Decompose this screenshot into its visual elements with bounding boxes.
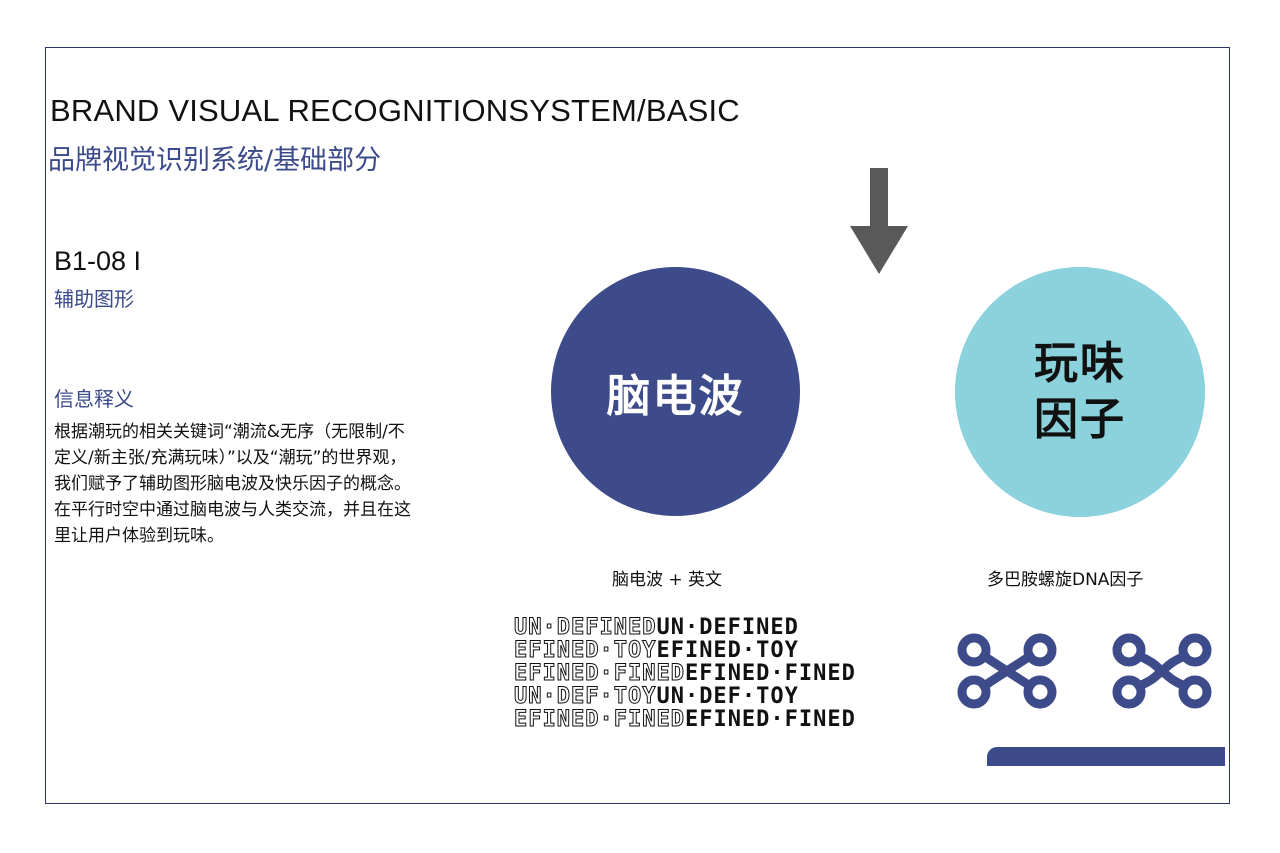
fun-factor-line1: 玩味 (1034, 338, 1126, 389)
section-subtitle: 辅助图形 (54, 287, 134, 311)
typo-solid-text: EFINED·FINED (684, 661, 856, 686)
info-line: 定义/新主张/充满玩味）”以及“潮玩”的世界观， (54, 448, 407, 468)
dna-helix-icon (957, 633, 1057, 709)
typo-outline-text: EFINED·FINED (514, 661, 685, 686)
typo-solid-text: UN·DEFINED (656, 615, 799, 640)
fun-factor-circle: 玩味 因子 (955, 267, 1205, 517)
info-body: 根据潮玩的相关关键词“潮流&无序（无限制/不 定义/新主张/充满玩味）”以及“潮… (54, 419, 484, 549)
typo-solid-text: EFINED·FINED (684, 707, 856, 732)
dna-helix-icon (1112, 633, 1212, 709)
typo-row: UN·DEF·TOYUN·DEF·TOY (513, 684, 830, 709)
typo-solid-text: UN·DEF·TOY (656, 684, 799, 709)
info-line: 根据潮玩的相关关键词“潮流&无序（无限制/不 (54, 422, 405, 442)
caption-dna: 多巴胺螺旋DNA因子 (987, 570, 1144, 590)
typo-row: UN·DEFINEDUN·DEFINED (513, 615, 830, 640)
page-frame (45, 47, 1230, 804)
caption-brainwave: 脑电波 + 英文 (612, 570, 723, 590)
typo-outline-text: UN·DEFINED (513, 615, 657, 640)
brainwave-circle: 脑电波 (551, 267, 800, 516)
down-arrow-icon (850, 168, 908, 274)
typo-row: EFINED·FINEDEFINED·FINED (514, 661, 855, 686)
typo-row: EFINED·TOYEFINED·TOY (513, 638, 830, 663)
fun-factor-line2: 因子 (1034, 394, 1126, 445)
info-heading: 信息释义 (54, 387, 134, 411)
typo-solid-text: EFINED·TOY (656, 638, 799, 663)
title-chinese: 品牌视觉识别系统/基础部分 (48, 145, 382, 176)
typo-outline-text: UN·DEF·TOY (513, 684, 657, 709)
section-code: B1-08 I (54, 246, 142, 276)
title-english: BRAND VISUAL RECOGNITIONSYSTEM/BASIC (50, 93, 740, 128)
typo-outline-text: EFINED·FINED (514, 707, 685, 732)
info-line: 里让用户体验到玩味。 (54, 526, 224, 546)
info-line: 在平行时空中通过脑电波与人类交流，并且在这 (54, 500, 411, 520)
accent-bar (987, 747, 1225, 766)
typo-outline-text: EFINED·TOY (513, 638, 657, 663)
wave-typography-graphic: UN·DEFINEDUN·DEFINED EFINED·TOYEFINED·TO… (513, 615, 855, 736)
brainwave-label: 脑电波 (606, 370, 745, 422)
info-line: 我们赋予了辅助图形脑电波及快乐因子的概念。 (54, 474, 411, 494)
typo-row: EFINED·FINEDEFINED·FINED (514, 707, 855, 732)
